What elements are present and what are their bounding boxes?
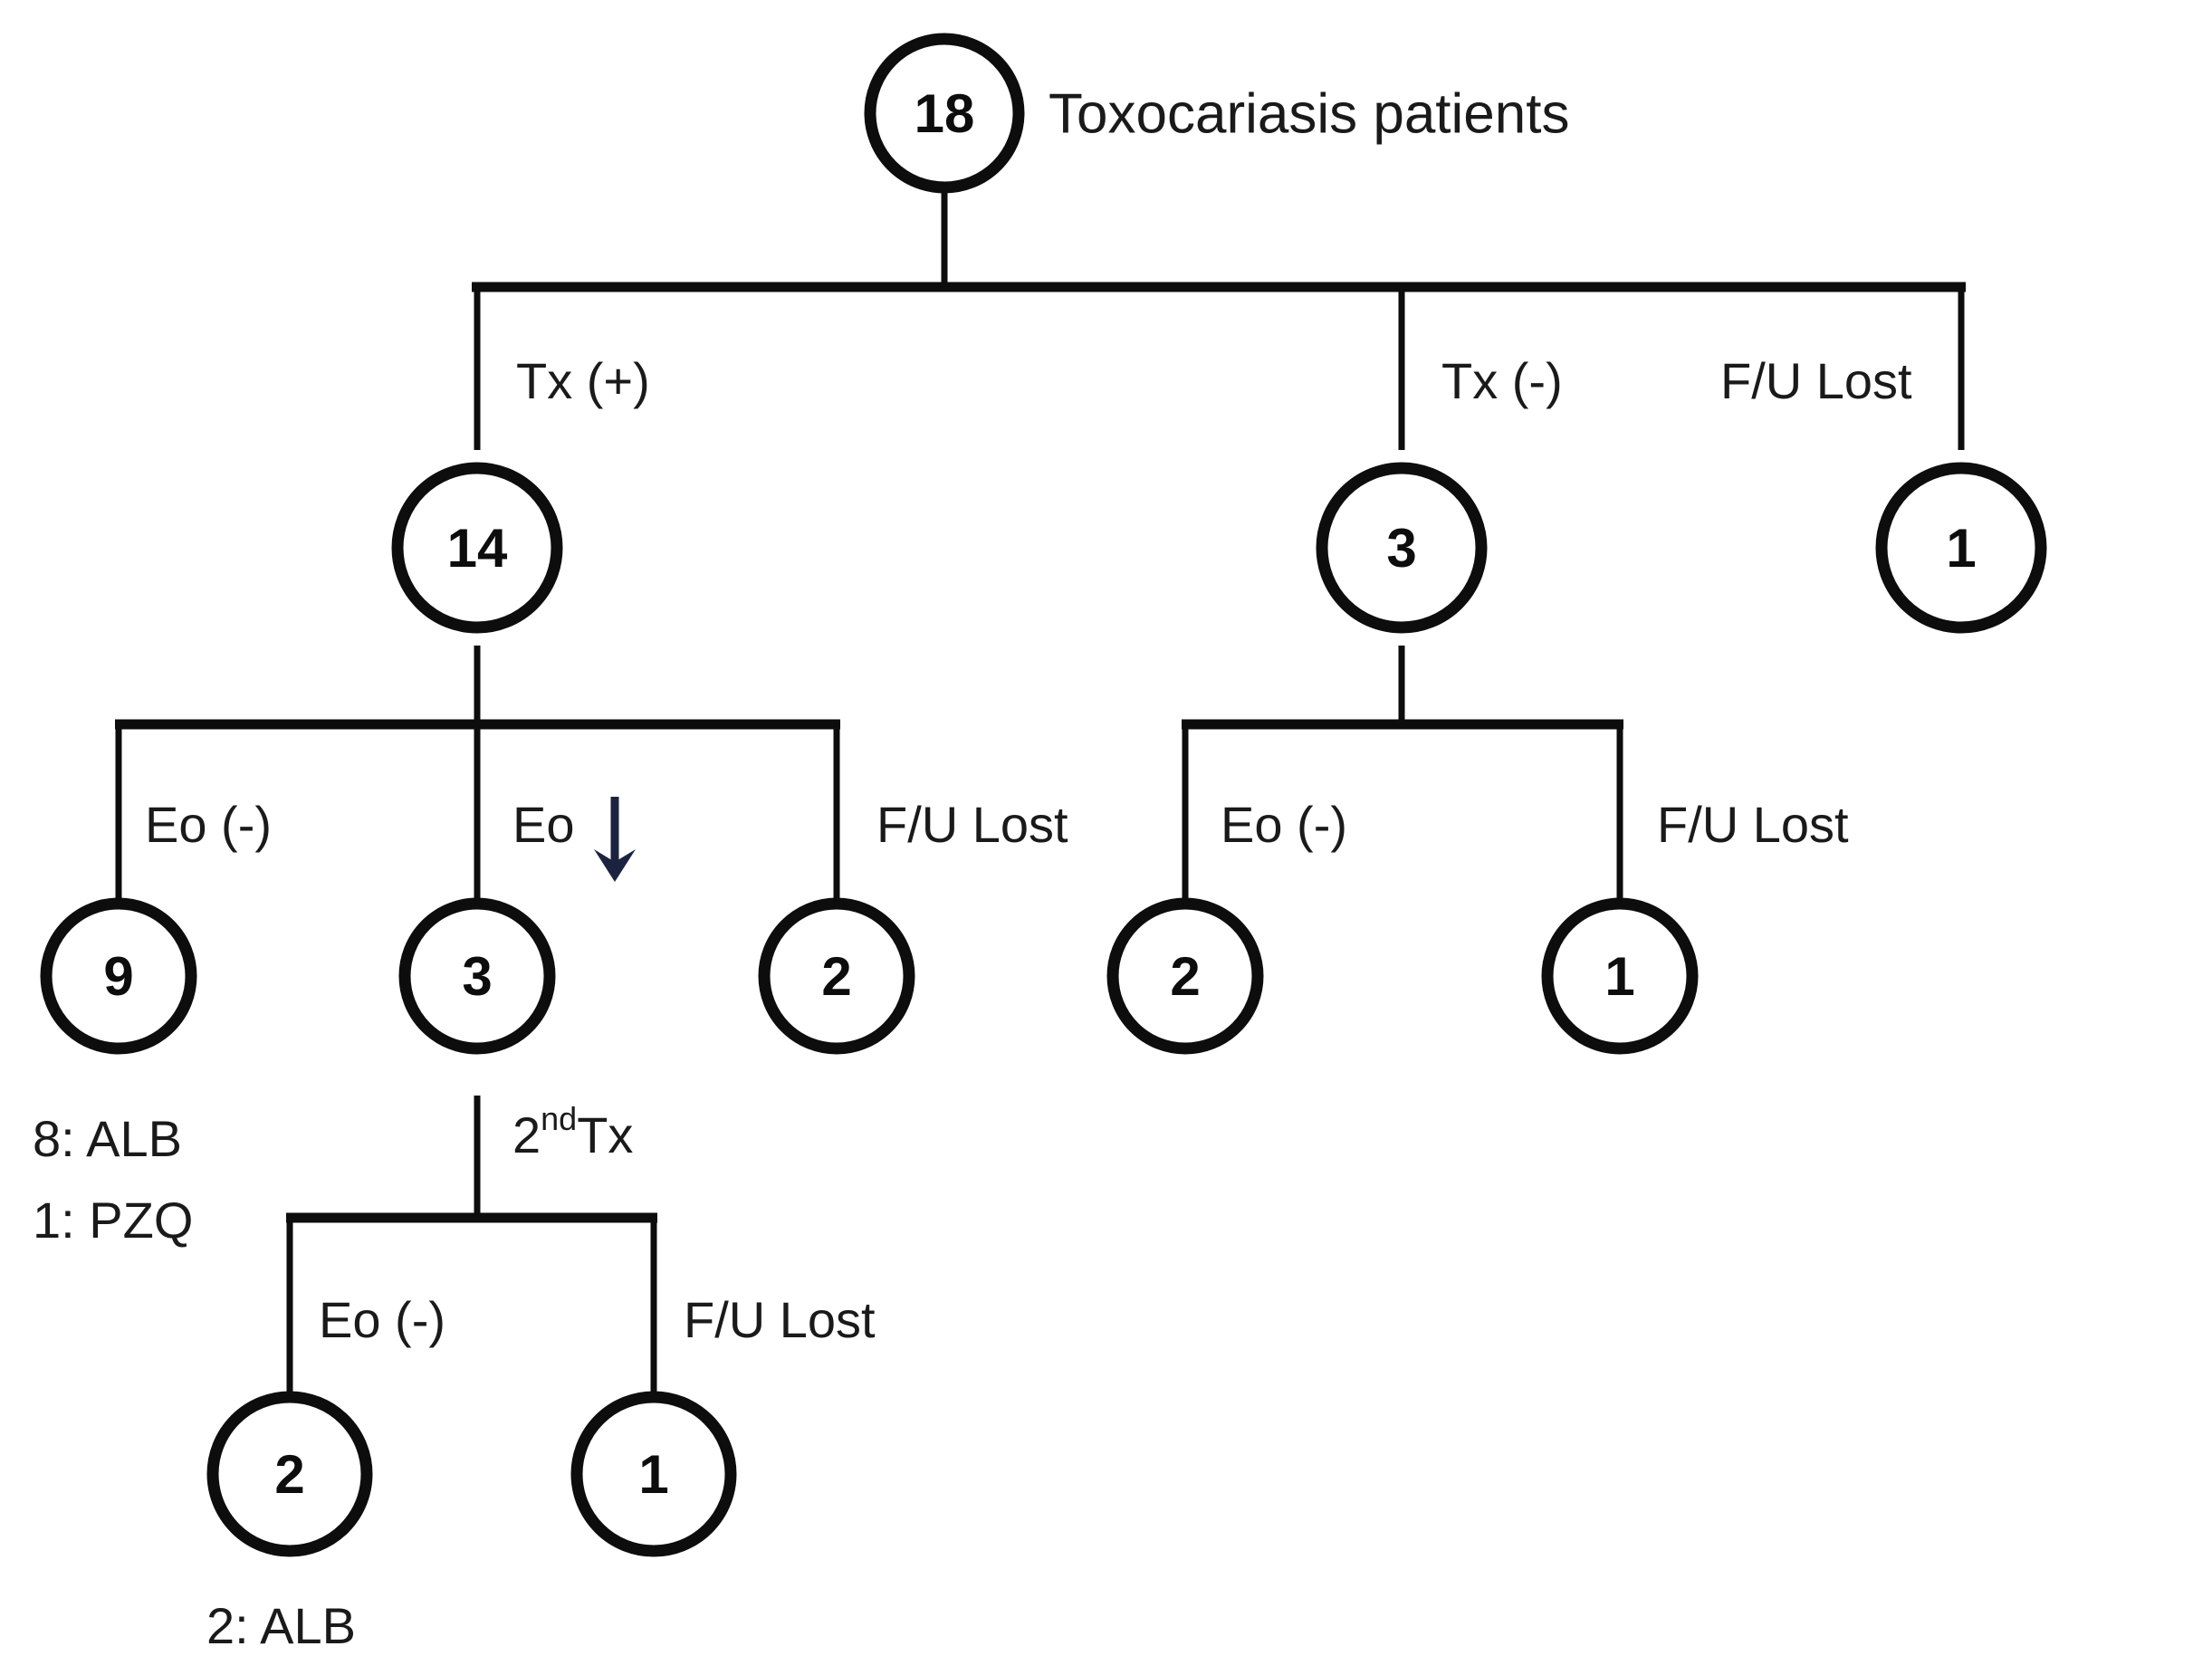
node-eo-down-circle[interactable] xyxy=(398,897,556,1055)
annotation-pzq-1: 1: PZQ xyxy=(33,1192,193,1249)
edge-label-fu-lost-mid-left: F/U Lost xyxy=(876,796,1068,853)
node-tx-neg-value: 3 xyxy=(1386,518,1416,579)
second-tx-tail: Tx xyxy=(577,1106,633,1163)
node-fu-lost-top-circle[interactable] xyxy=(1875,462,2047,634)
root-title-label: Toxocariasis patients xyxy=(1049,82,1570,145)
node-eo-neg-right-circle[interactable] xyxy=(1106,897,1264,1055)
node-fu-lost-mid-right-value: 1 xyxy=(1604,946,1634,1007)
edge-label-eo-negative-right: Eo (-) xyxy=(1221,796,1347,853)
annotation-alb-8: 8: ALB xyxy=(33,1110,182,1167)
eo-decreased-down-arrow-icon xyxy=(594,797,636,882)
node-second-eo-neg-value: 2 xyxy=(274,1444,304,1505)
edge-label-tx-negative: Tx (-) xyxy=(1441,352,1563,409)
edge-label-second-tx: 2ndTx xyxy=(512,1100,633,1163)
node-tx-pos-circle[interactable] xyxy=(391,462,563,634)
node-eo-neg-left-value: 9 xyxy=(103,946,133,1007)
node-fu-lost-mid-right-circle[interactable] xyxy=(1541,897,1699,1055)
node-eo-neg-right-value: 2 xyxy=(1170,946,1200,1007)
node-root-circle[interactable] xyxy=(864,33,1025,194)
node-fu-lost-top-value: 1 xyxy=(1946,518,1976,579)
node-eo-down-value: 3 xyxy=(462,946,492,1007)
edge-label-fu-lost-top: F/U Lost xyxy=(1720,352,1912,409)
node-second-eo-neg-circle[interactable] xyxy=(206,1391,373,1557)
node-second-fu-lost-circle[interactable] xyxy=(570,1391,737,1557)
node-root-value: 18 xyxy=(914,83,975,144)
node-second-fu-lost-value: 1 xyxy=(638,1444,668,1505)
annotation-alb-2: 2: ALB xyxy=(206,1597,356,1654)
edge-label-second-fu-lost: F/U Lost xyxy=(684,1291,876,1348)
edge-label-eo-negative-left: Eo (-) xyxy=(145,796,272,853)
node-fu-lost-mid-left-value: 2 xyxy=(821,946,851,1007)
node-eo-neg-left-circle[interactable] xyxy=(40,897,197,1055)
node-tx-pos-value: 14 xyxy=(447,518,508,579)
node-fu-lost-mid-left-circle[interactable] xyxy=(758,897,915,1055)
edge-label-eo-decreased: Eo xyxy=(512,796,575,853)
edge-label-fu-lost-mid-right: F/U Lost xyxy=(1657,796,1849,853)
second-tx-superscript: nd xyxy=(541,1100,577,1137)
second-tx-number: 2 xyxy=(512,1106,541,1163)
edge-label-second-eo-negative: Eo (-) xyxy=(319,1291,445,1348)
node-tx-neg-circle[interactable] xyxy=(1316,462,1488,634)
edge-label-tx-positive: Tx (+) xyxy=(516,352,650,409)
